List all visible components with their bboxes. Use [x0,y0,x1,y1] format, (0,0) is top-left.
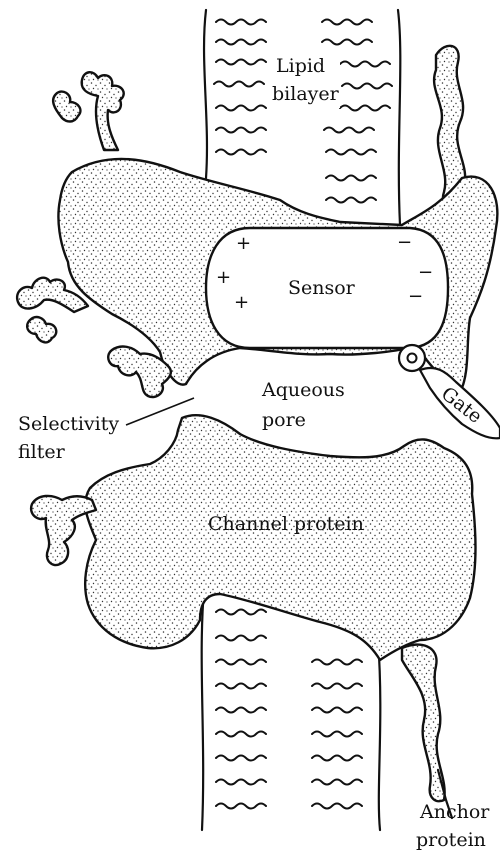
lipid-bilayer-label-line1: Lipid [276,55,325,77]
negative-charge: − [418,262,433,283]
positive-charge: + [234,292,249,313]
lipid-waves-top-right [322,20,392,203]
sensor-label: Sensor [288,277,356,299]
lipid-waves-top-left [214,20,266,155]
carbohydrate-chain-icon [53,72,124,150]
carbohydrate-chain-icon [31,496,96,565]
selectivity-filter-label-line1: Selectivity [18,413,119,435]
aqueous-pore-label-line1: Aqueous [261,379,345,401]
anchor-protein-label-line1: Anchor [419,801,490,823]
channel-protein-label: Channel protein [208,513,364,535]
voltage-sensor: + + + − − − Sensor [206,228,448,348]
lipid-waves-bottom-right [312,660,362,809]
gate-hinge-icon [399,345,425,371]
anchor-strand-bottom [402,645,445,802]
negative-charge: − [397,232,412,253]
aqueous-pore-label-line2: pore [262,409,306,431]
lipid-bilayer-label-line2: bilayer [272,83,340,105]
channel-lower-subunit [85,415,475,660]
negative-charge: − [408,286,423,307]
positive-charge: + [216,267,231,288]
selectivity-filter-label-line2: filter [18,441,66,463]
lipid-waves-bottom-left [216,610,266,809]
anchor-protein-label-line2: protein [416,829,486,851]
positive-charge: + [236,233,251,254]
